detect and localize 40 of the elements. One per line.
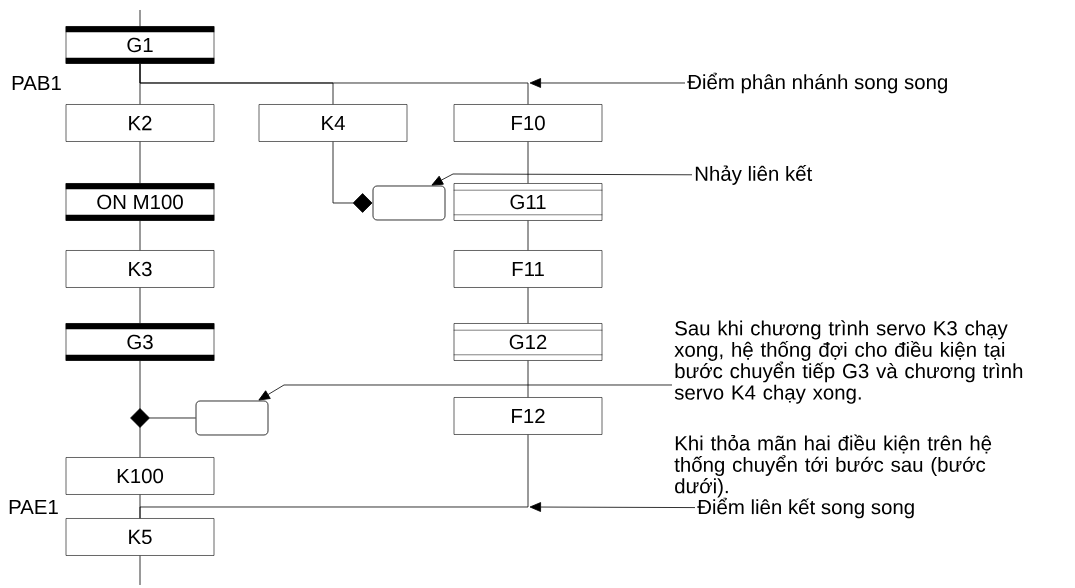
connector-line xyxy=(139,220,141,251)
annotation-text: Sau khi chương trình servo K3 chạy xong, hệ thống đợi cho điều kiện tại bước chuyển tiếp G3 và chương trình servo K4 chạy xong. xyxy=(674,320,1023,404)
leader-line xyxy=(431,173,693,186)
transition-box: G11 xyxy=(453,183,603,221)
step-box: F10 xyxy=(453,104,603,142)
annotation-text: Điểm phân nhánh song song xyxy=(687,72,947,94)
jump-box xyxy=(195,400,269,436)
leader-line xyxy=(529,78,686,88)
connector-line xyxy=(527,287,529,324)
connector-line xyxy=(139,360,141,458)
annotation-text: Nhảy liên kết xyxy=(695,165,813,185)
step-box: K4 xyxy=(258,104,408,142)
step-box: K3 xyxy=(65,250,215,288)
connector-line xyxy=(139,494,141,519)
transition-box: G12 xyxy=(453,323,603,361)
leader-line xyxy=(258,384,673,401)
connector-line xyxy=(527,360,529,398)
transition-box: G3 xyxy=(65,323,215,361)
leader-line xyxy=(529,502,696,512)
transition-box: G1 xyxy=(65,26,215,64)
step-box: K2 xyxy=(65,104,215,142)
annotation-text: Khi thỏa mãn hai điều kiện trên hệ thống chuyển tới bước sau (bước dưới). xyxy=(674,434,992,498)
jump-box xyxy=(372,185,446,221)
step-box: F12 xyxy=(453,397,603,435)
step-box: K5 xyxy=(65,518,215,556)
connector-line xyxy=(139,141,141,184)
branch-label: PAB1 xyxy=(12,76,61,90)
connector-line xyxy=(130,408,196,428)
connector-line xyxy=(332,141,373,213)
annotation-text: Điểm liên kết song song xyxy=(697,497,914,519)
connector-line xyxy=(139,9,141,27)
step-box: K100 xyxy=(65,457,215,495)
branch-label: PAE1 xyxy=(9,499,58,514)
connector-line xyxy=(527,141,529,184)
transition-box: ON M100 xyxy=(65,183,215,221)
step-box: F11 xyxy=(453,250,603,288)
connector-line xyxy=(139,555,141,586)
connector-line xyxy=(139,287,141,324)
connector-line xyxy=(527,220,529,251)
connector-line xyxy=(139,63,529,105)
